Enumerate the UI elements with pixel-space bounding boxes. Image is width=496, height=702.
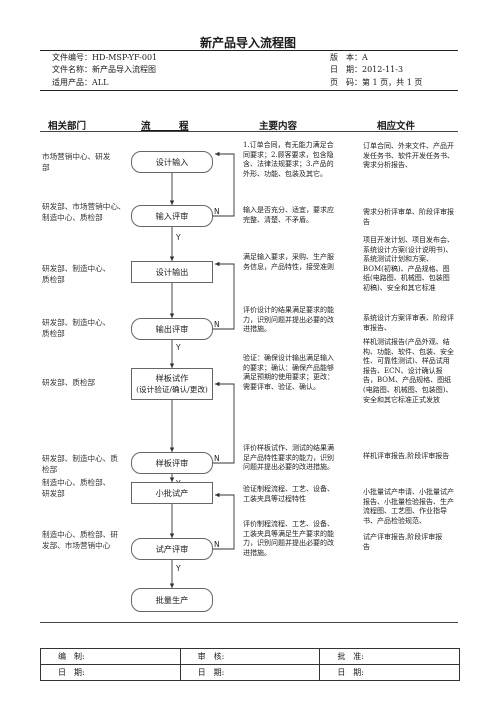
dept-trial-review: 制造中心、质检部、研发部、市场营销中心 [42, 530, 118, 550]
signoff-table: 编 制: 审 核: 批 准: 日 期: 日 期: 日 期: [40, 648, 460, 681]
dept-sample-build: 研发部、质检部 [42, 378, 96, 387]
content-input-review: 输入是否充分、适宜，要求应完整、清楚、不矛盾。 [243, 206, 334, 224]
header-bottom-rule [40, 90, 458, 91]
label-yes-input-review: Y [175, 233, 181, 242]
node-sample-review: 样板评审 [131, 452, 213, 474]
applicable-product: 适用产品：ALL [52, 78, 109, 87]
content-design-output: 满足输入要求，采购、生产服务信息，产品特性，接受准则 [243, 253, 334, 271]
node-sample-build: 样板试作 (设计验证/确认/更改) [131, 368, 213, 400]
content-sample-build: 验证：确保设计输出满足输入的要求；确认：确保产品能够满足预期的使用要求；更改：需… [243, 354, 334, 391]
doc-number: 文件编号：HD-MSP-YF-001 [52, 53, 158, 62]
dept-design-input: 市场营销中心、研发部 [42, 152, 111, 172]
label-no-output-review: N [214, 320, 220, 329]
column-heading-rule [40, 131, 458, 132]
header-top-rule [40, 50, 458, 51]
page-count: 页 码：第 1 页，共 1 页 [330, 78, 423, 87]
body-bottom-rule [40, 622, 458, 623]
docs-trial-review: 试产评审报告,阶段评审报告 [363, 533, 443, 551]
node-sample-build-title: 样板试作 [155, 373, 189, 383]
reviewed-date: 日 期: [179, 664, 321, 681]
docs-design-output: 项目开发计划、项目发布会、系统设计方案(设计说明书)、系统测试计划和方案、BOM… [363, 236, 454, 292]
content-output-review: 评价设计的结果满足要求的能力，识别问题并提出必要的改进措施。 [243, 306, 334, 334]
dept-output-review: 研发部、制造中心、质检部 [42, 318, 111, 338]
docs-sample-build: 样机测试报告(产品外观、结构、功能、软件、包装、安全性、可靠性测试)、样品试用报… [363, 338, 454, 404]
node-trial-production: 小批试产 [131, 482, 213, 504]
approved-by: 批 准: [319, 648, 460, 665]
node-design-input: 设计输入 [131, 151, 213, 173]
dept-input-review: 研发部、市场营销中心、制造中心、质检部 [42, 202, 126, 222]
column-heading-docs: 相应文件 [377, 121, 416, 132]
node-input-review: 输入评审 [131, 205, 213, 227]
column-heading-flow: 流 程 [141, 121, 189, 132]
feedback-sample-review [212, 381, 235, 464]
column-heading-content: 主要内容 [259, 121, 298, 132]
signoff-row-names: 编 制: 审 核: 批 准: [40, 648, 460, 665]
node-output-review: 输出评审 [131, 318, 213, 340]
signoff-row-dates: 日 期: 日 期: 日 期: [40, 664, 460, 681]
column-heading-dept: 相关部门 [48, 121, 87, 132]
label-yes-trial-review: Y [175, 564, 181, 573]
dept-design-output: 研发部、制造中心、质检部 [42, 264, 111, 284]
feedback-trial-review [212, 492, 235, 550]
content-trial-production: 验证制程流程、工艺、设备、工装夹具等过程特性 [243, 485, 334, 503]
content-trial-review: 评价制程流程、工艺、设备、工装夹具等满足生产要求的能力，识别问题并提出必要的改进… [243, 520, 334, 557]
approved-date: 日 期: [319, 664, 460, 681]
feedback-output-review [212, 261, 235, 330]
compiled-by: 编 制: [40, 648, 181, 665]
version: 版 本：A [330, 53, 368, 62]
reviewed-by: 审 核: [179, 648, 321, 665]
compiled-date: 日 期: [40, 664, 181, 681]
docs-input-review: 需求分析评审单、阶段评审报告 [363, 208, 454, 226]
node-trial-review: 试产评审 [131, 538, 213, 560]
issue-date: 日 期：2012-11-3 [330, 65, 404, 74]
docs-sample-review: 样机评审报告,阶段评审报告 [363, 452, 450, 460]
doc-name: 文件名称：新产品导入流程图 [52, 65, 156, 74]
dept-sample-review: 研发部、制造中心、质检部 [42, 454, 118, 474]
docs-output-review: 系统设计方案评审表、阶段评审报告、 [363, 314, 454, 332]
content-sample-review: 评价样板试作、测试的结果满足产品特性要求的能力，识别问题并提出必要的改进措施。 [243, 444, 334, 472]
label-no-input-review: N [214, 207, 220, 216]
dept-trial-production: 制造中心、质检部、研发部 [42, 478, 111, 498]
node-sample-build-subtitle: (设计验证/确认/更改) [136, 385, 208, 394]
label-no-sample-review: N [214, 454, 220, 463]
content-design-input: 1.订单合同，有无能力满足合同要求；2.顾客要求，包含隐含、法律法规要求；3.产… [243, 141, 334, 178]
node-mass-production: 批量生产 [131, 588, 213, 612]
node-design-output: 设计输出 [131, 261, 213, 283]
feedback-input-review [212, 151, 235, 217]
docs-trial-production: 小批量试产申请、小批量试产报告、小批量检验报告、生产流程图、工艺图、作业指导书、… [363, 488, 454, 525]
docs-design-input: 订单合同、外来文件、产品开发任务书、软件开发任务书、需求分析报告、 [363, 142, 454, 170]
page-title: 新产品导入流程图 [199, 36, 296, 50]
label-no-trial-review: N [214, 540, 220, 549]
label-yes-output-review: Y [175, 343, 181, 352]
